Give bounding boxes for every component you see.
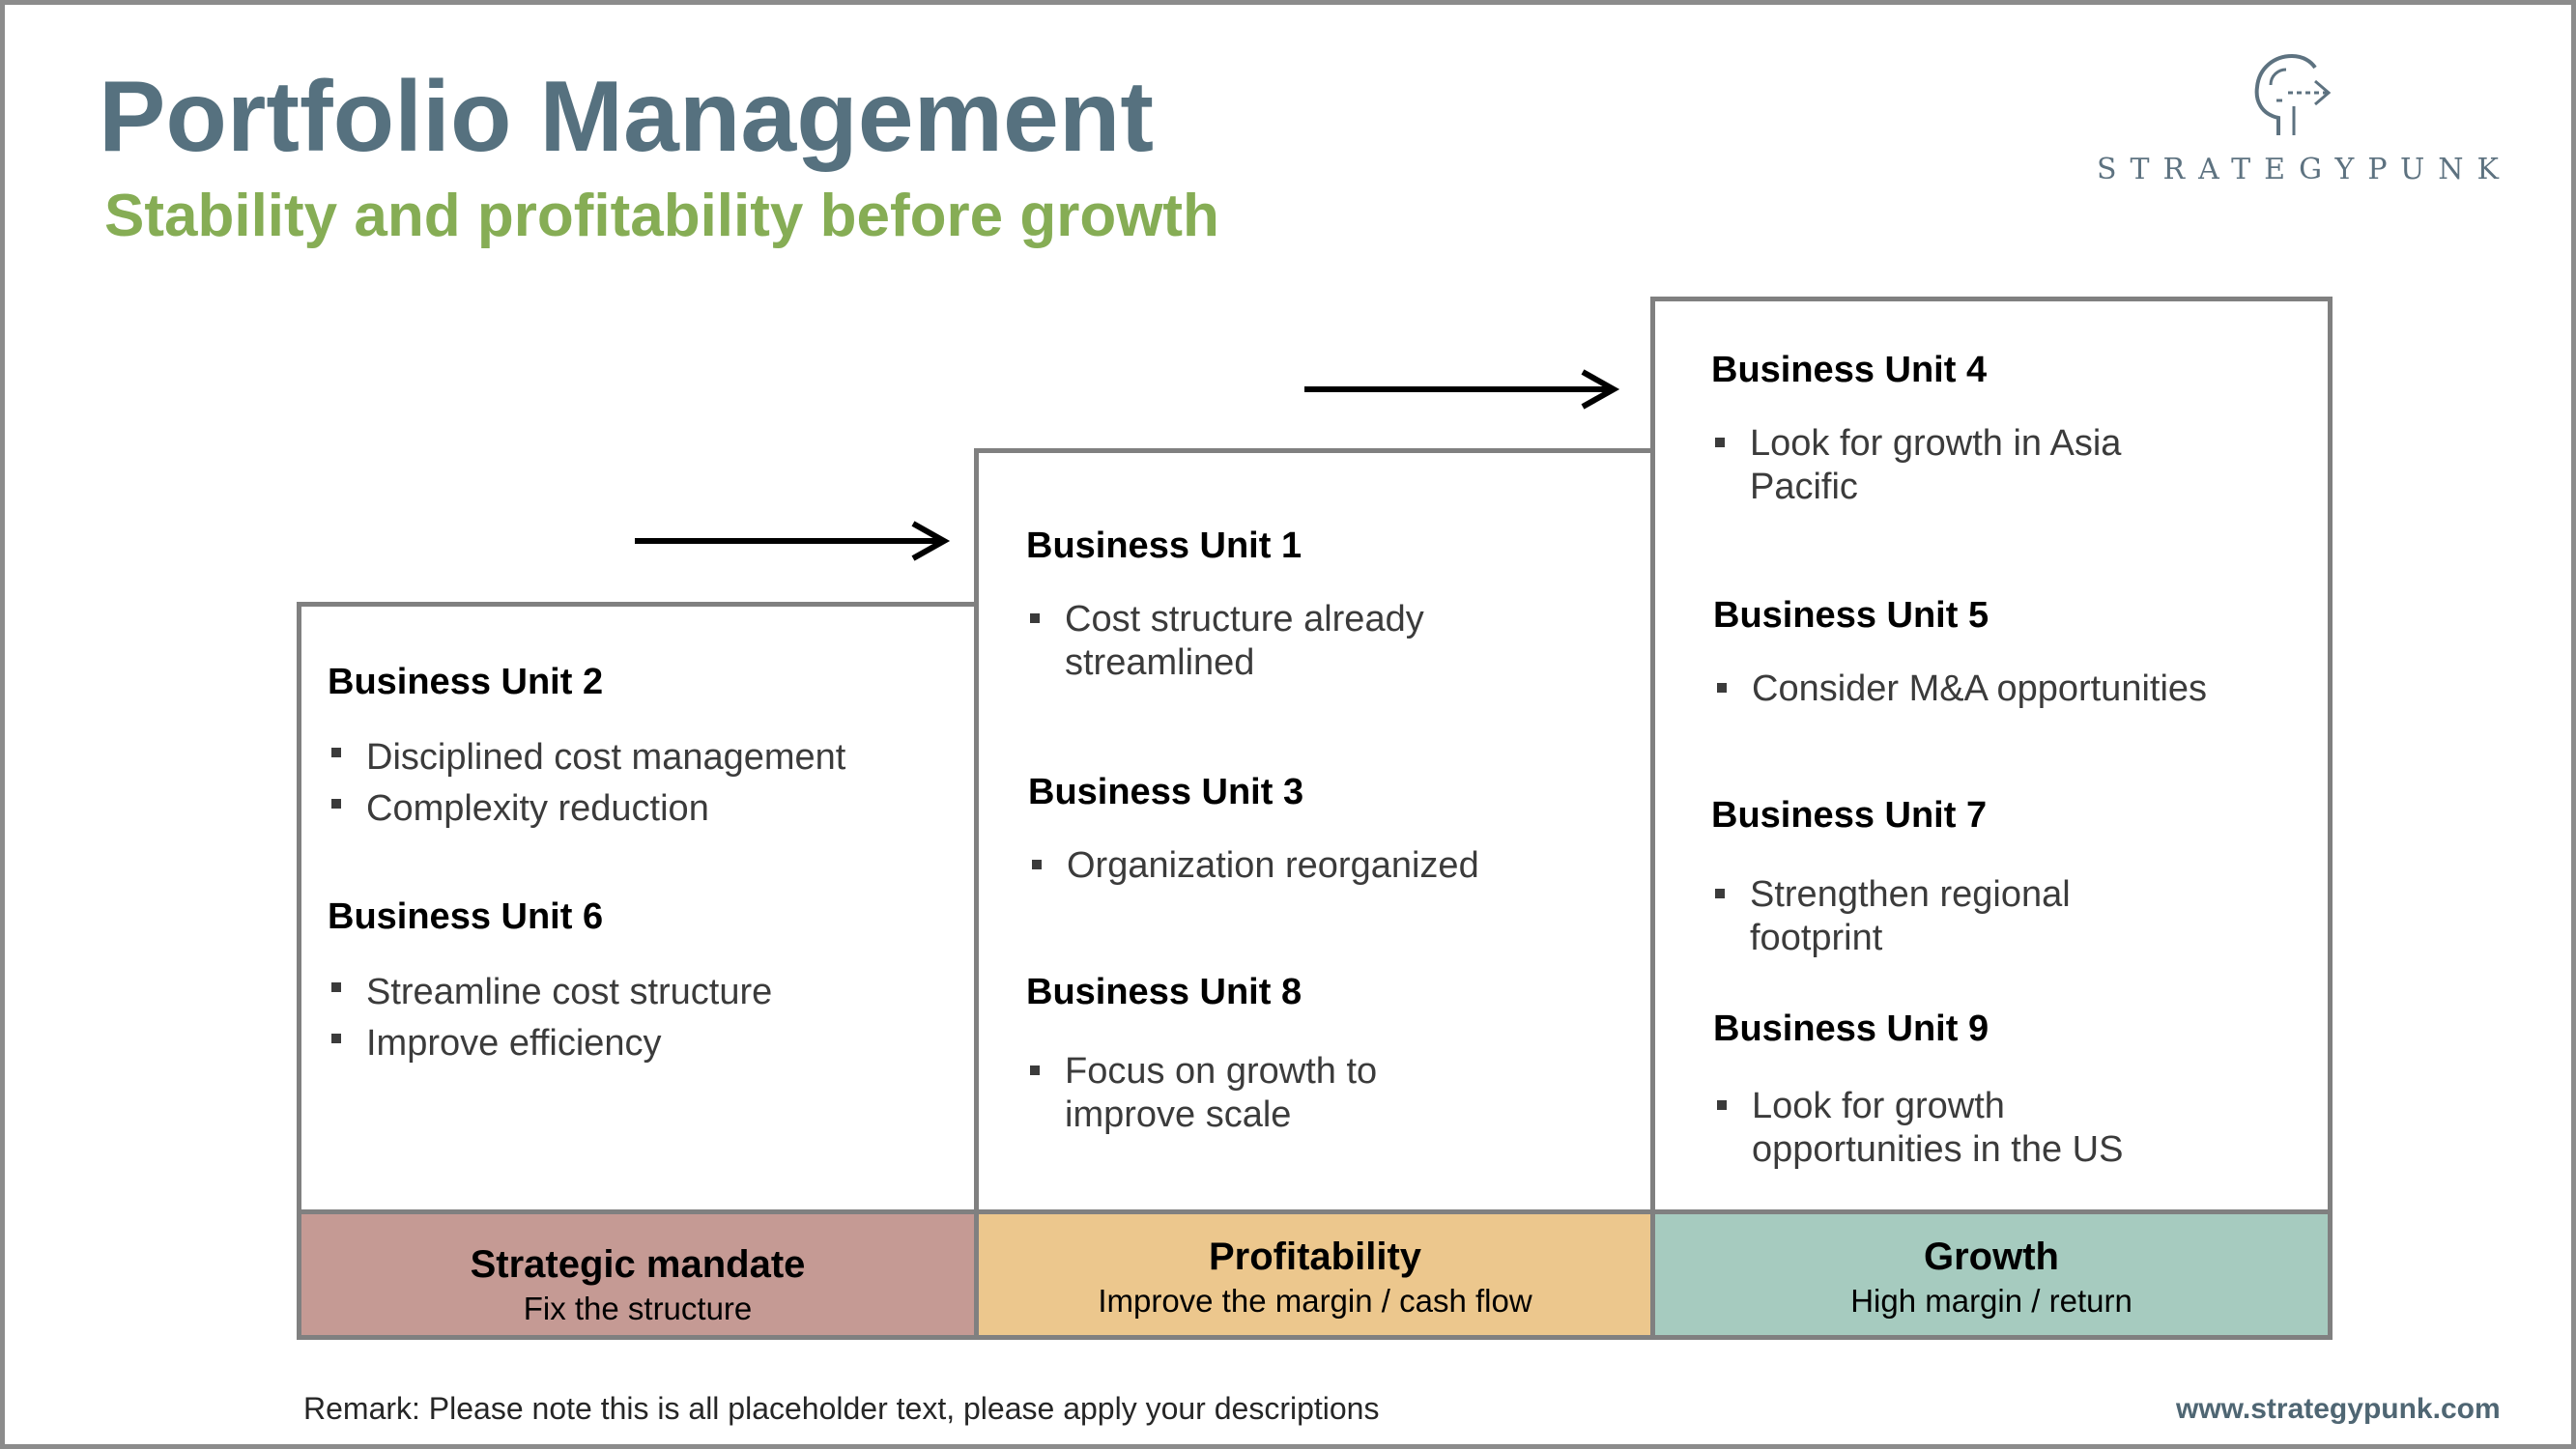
business-unit: Business Unit 8 Focus on growth to impro… [1026, 972, 1377, 1137]
footer-subtitle: Fix the structure [523, 1291, 753, 1326]
business-unit: Business Unit 1 Cost structure already s… [1026, 526, 1424, 685]
unit-name: Business Unit 9 [1713, 1009, 1989, 1049]
business-unit: Business Unit 7 Strengthen regional foot… [1711, 795, 2071, 960]
logo-text: STRATEGYPUNK [2097, 153, 2512, 186]
bullet-text: Disciplined cost management [366, 737, 846, 778]
footer-title: Strategic mandate [470, 1243, 806, 1286]
bullet-text: Pacific [1750, 467, 1858, 507]
unit-name: Business Unit 2 [328, 662, 604, 702]
bullet-text: Look for growth [1752, 1086, 2005, 1126]
page-subtitle: Stability and profitability before growt… [104, 183, 1219, 249]
bullet-item: Consider M&A opportunities [1713, 668, 2207, 711]
bullet-text: Cost structure already [1065, 599, 1424, 639]
business-unit: Business Unit 4 Look for growth in Asia … [1711, 350, 2121, 509]
logo: STRATEGYPUNK [2077, 46, 2512, 191]
footer-title: Profitability [1208, 1236, 1422, 1278]
bullet-item: Look for growth [1713, 1085, 2123, 1128]
unit-name: Business Unit 3 [1028, 772, 1304, 812]
column-growth [1650, 297, 2333, 1216]
bullet-text: Consider M&A opportunities [1752, 668, 2208, 709]
footer-subtitle: High margin / return [1850, 1283, 2132, 1319]
bullet-text: opportunities in the US [1752, 1129, 2124, 1170]
bullet-item: Strengthen regional [1711, 873, 2071, 917]
bullet-item: Focus on growth to [1026, 1050, 1377, 1094]
business-unit: Business Unit 6 Streamline cost structur… [328, 896, 772, 1069]
bullet-item: Improve efficiency [328, 1018, 772, 1069]
bullet-item: Disciplined cost management [328, 732, 845, 783]
column-profitability [974, 448, 1656, 1216]
footer-growth: Growth High margin / return [1650, 1209, 2333, 1340]
footer-profitability: Profitability Improve the margin / cash … [974, 1209, 1656, 1340]
bullet-text: Improve efficiency [366, 1023, 662, 1064]
bullet-item: Organization reorganized [1028, 844, 1479, 888]
bullet-text: Focus on growth to [1065, 1051, 1378, 1092]
bullet-text: Strengthen regional [1750, 874, 2071, 915]
unit-name: Business Unit 7 [1711, 795, 1988, 836]
bullet-text: Look for growth in Asia [1750, 423, 2122, 464]
business-unit: Business Unit 2 Disciplined cost managem… [328, 662, 845, 835]
bullet-item: Look for growth in Asia [1711, 422, 2121, 466]
business-unit: Business Unit 5 Consider M&A opportuniti… [1713, 595, 2207, 711]
unit-name: Business Unit 5 [1713, 595, 1989, 636]
bullet-text: footprint [1750, 918, 1883, 958]
unit-name: Business Unit 6 [328, 896, 604, 937]
page-title: Portfolio Management [99, 61, 1155, 173]
footer-strategic-mandate: Strategic mandate Fix the structure [297, 1209, 979, 1340]
unit-name: Business Unit 4 [1711, 350, 1988, 390]
head-arrow-icon [2254, 53, 2332, 135]
bullet-item: Complexity reduction [328, 783, 845, 835]
unit-name: Business Unit 8 [1026, 972, 1302, 1012]
bullet-text: improve scale [1065, 1094, 1292, 1135]
unit-name: Business Unit 1 [1026, 526, 1302, 566]
bullet-item: streamlined [1026, 641, 1424, 685]
bullet-text: Complexity reduction [366, 788, 709, 829]
footer-title: Growth [1924, 1236, 2059, 1278]
footer-subtitle: Improve the margin / cash flow [1098, 1283, 1532, 1319]
bullet-item: Cost structure already [1026, 598, 1424, 641]
bullet-text: streamlined [1065, 642, 1255, 683]
business-unit: Business Unit 3 Organization reorganized [1028, 772, 1479, 888]
bullet-item: Streamline cost structure [328, 967, 772, 1018]
arrow-right-icon [635, 521, 951, 561]
bullet-item: footprint [1711, 917, 2071, 960]
website-link[interactable]: www.strategypunk.com [2176, 1393, 2501, 1425]
bullet-item: improve scale [1026, 1094, 1377, 1137]
bullet-text: Organization reorganized [1067, 845, 1479, 886]
remark-text: Remark: Please note this is all placehol… [303, 1391, 1380, 1426]
bullet-item: Pacific [1711, 466, 2121, 509]
bullet-text: Streamline cost structure [366, 972, 773, 1012]
arrow-right-icon [1304, 369, 1620, 410]
bullet-item: opportunities in the US [1713, 1128, 2123, 1172]
business-unit: Business Unit 9 Look for growth opportun… [1713, 1009, 2123, 1172]
